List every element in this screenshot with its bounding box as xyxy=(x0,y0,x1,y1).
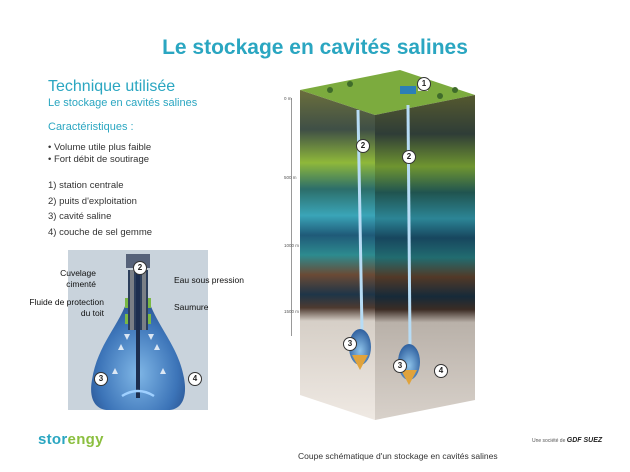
marker-4-icon: 4 xyxy=(434,364,448,378)
depth-scale-line xyxy=(291,98,292,336)
characteristic-item: • Fort débit de soutirage xyxy=(48,154,150,165)
cavity-inset-graphic xyxy=(68,250,208,410)
label-saumure: Saumure xyxy=(174,302,209,312)
characteristics-title: Caractéristiques : xyxy=(48,121,134,133)
marker-3-icon: 3 xyxy=(94,372,108,386)
geological-cross-section xyxy=(300,70,475,420)
gdf-suez-logo: Une société de GDF SUEZ xyxy=(532,437,603,444)
label-eau-sous-pression: Eau sous pression xyxy=(174,275,244,285)
depth-label: 500 m xyxy=(284,175,297,180)
marker-2-icon: 2 xyxy=(133,261,147,275)
label-cuvelage: Cuvelage cimenté xyxy=(60,268,96,289)
characteristic-item: • Volume utile plus faible xyxy=(48,142,152,153)
figure-caption: Coupe schématique d'un stockage en cavit… xyxy=(298,451,498,461)
depth-label: 1500 m xyxy=(284,309,300,314)
marker-3-icon: 3 xyxy=(343,337,357,351)
legend-item: 1) station centrale xyxy=(48,180,124,191)
section-heading: Technique utilisée xyxy=(48,78,176,95)
legend-item: 2) puits d'exploitation xyxy=(48,196,137,207)
section-subheading: Le stockage en cavités salines xyxy=(48,97,198,109)
label-fluide-protection: Fluide de protection du toit xyxy=(29,297,104,318)
marker-4-icon: 4 xyxy=(188,372,202,386)
marker-2-icon: 2 xyxy=(356,139,370,153)
marker-3-icon: 3 xyxy=(393,359,407,373)
marker-2-icon: 2 xyxy=(402,150,416,164)
page-title: Le stockage en cavités salines xyxy=(162,36,468,59)
marker-1-icon: 1 xyxy=(417,77,431,91)
storengy-logo: storengy xyxy=(38,431,104,448)
legend-item: 3) cavité saline xyxy=(48,211,112,222)
depth-label: 0 m xyxy=(284,96,292,101)
legend-item: 4) couche de sel gemme xyxy=(48,227,153,238)
cavity-inset-illustration: 2 3 4 xyxy=(68,250,208,410)
depth-label: 1000 m xyxy=(284,243,300,248)
